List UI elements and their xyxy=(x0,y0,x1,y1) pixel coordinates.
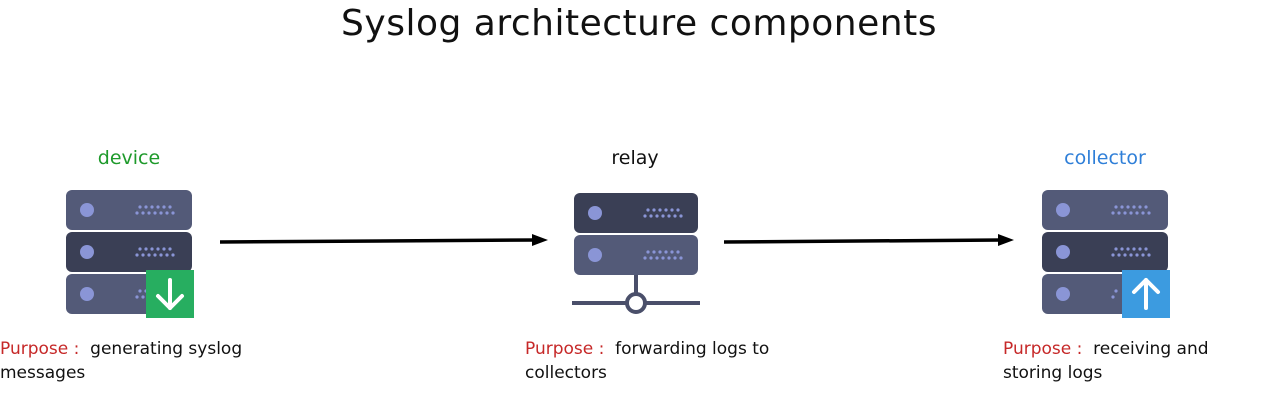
relay-purpose-text: forwarding logs to collectors xyxy=(525,339,770,383)
device-purpose-text: generating syslog messages xyxy=(0,339,243,383)
diagram-title: Syslog architecture components xyxy=(341,3,937,44)
device-label: device xyxy=(97,147,161,169)
collector-server-icon xyxy=(1042,190,1170,318)
device-purpose: Purpose : generating syslog messages xyxy=(0,337,290,385)
relay-label: relay xyxy=(611,147,659,169)
collector-purpose: Purpose : receiving and storing logs xyxy=(1003,337,1263,385)
relay-purpose: Purpose : forwarding logs to collectors xyxy=(525,337,815,385)
relay-server-icon xyxy=(572,193,700,314)
relay-purpose-key: Purpose : xyxy=(525,339,605,359)
device-server-icon xyxy=(66,190,194,318)
device-purpose-key: Purpose : xyxy=(0,339,80,359)
relay-to-collector-arrow xyxy=(723,234,1014,246)
device-to-relay-arrow xyxy=(219,234,548,246)
collector-purpose-key: Purpose : xyxy=(1003,339,1083,359)
collector-label: collector xyxy=(1064,147,1146,169)
collector-purpose-text: receiving and storing logs xyxy=(1003,339,1209,383)
